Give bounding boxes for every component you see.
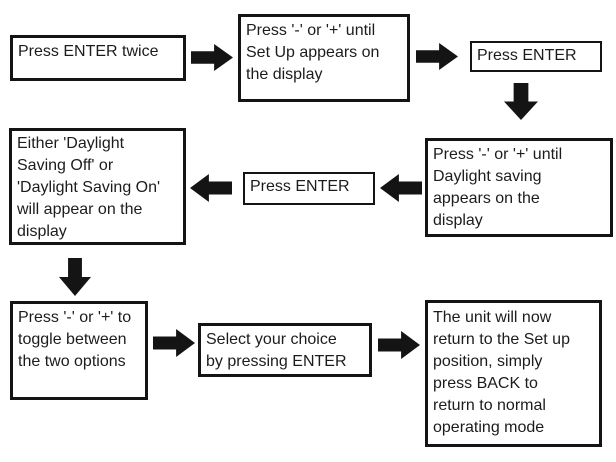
- flow-step-select-choice: Select your choice by pressing ENTER: [198, 323, 372, 377]
- arrow-right-icon: [416, 43, 458, 70]
- arrow-down-icon: [59, 258, 91, 296]
- flow-step-daylight-on-off-appears: Either 'Daylight Saving Off' or 'Dayligh…: [9, 128, 186, 245]
- arrow-left-icon: [380, 174, 422, 202]
- flow-step-press-enter-1: Press ENTER: [470, 41, 602, 72]
- flow-step-toggle-options: Press '-' or '+' to toggle between the t…: [10, 301, 148, 400]
- arrow-right-icon: [153, 329, 195, 357]
- arrow-right-icon: [378, 331, 420, 359]
- flow-step-return-to-setup: The unit will now return to the Set up p…: [425, 300, 602, 447]
- arrow-left-icon: [190, 174, 232, 202]
- flow-step-press-enter-twice: Press ENTER twice: [10, 35, 186, 81]
- flow-step-press-enter-2: Press ENTER: [243, 172, 375, 205]
- arrow-right-icon: [191, 44, 233, 71]
- flow-step-daylight-saving-appears: Press '-' or '+' until Daylight saving a…: [425, 138, 613, 237]
- flow-step-setup-appears: Press '-' or '+' until Set Up appears on…: [238, 14, 410, 102]
- arrow-down-icon: [504, 83, 538, 120]
